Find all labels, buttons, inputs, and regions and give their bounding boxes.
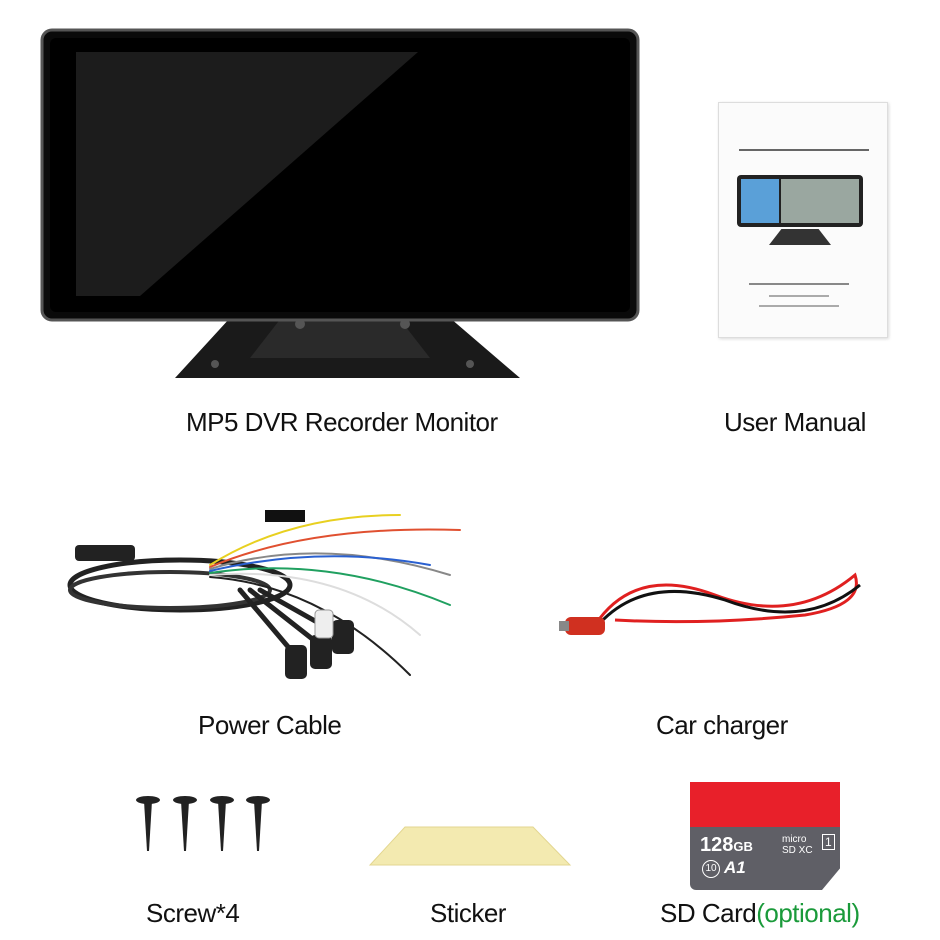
sd-capacity: 128 (700, 834, 734, 856)
sd-card-label: SD Card (660, 898, 757, 928)
power-cable-image (60, 495, 480, 695)
sd-speed-class: 10 (702, 860, 720, 878)
sd-card-image: 128GB micro SD XC 1 10 A1 (690, 782, 840, 890)
item-label-sticker: Sticker (430, 898, 506, 928)
item-label-sd-card: SD Card(optional) (660, 898, 860, 929)
sticker-image (365, 825, 575, 870)
paren-close: ) (851, 898, 860, 928)
item-label-power-cable: Power Cable (198, 710, 342, 740)
screws-image (130, 795, 280, 855)
monitor-image (40, 28, 640, 388)
user-manual-image (718, 102, 888, 338)
sd-uhs: 1 (822, 834, 835, 850)
paren-open: ( (756, 898, 765, 928)
item-label-manual: User Manual (724, 407, 866, 437)
item-label-screw: Screw*4 (146, 898, 240, 928)
car-charger-image (555, 545, 875, 655)
sd-brand: micro SD XC (782, 834, 813, 856)
optional-label: optional (764, 898, 852, 928)
sd-app-class: A1 (724, 858, 746, 877)
sd-unit: GB (733, 839, 753, 854)
item-label-monitor: MP5 DVR Recorder Monitor (186, 407, 498, 437)
item-label-car-charger: Car charger (656, 710, 788, 740)
